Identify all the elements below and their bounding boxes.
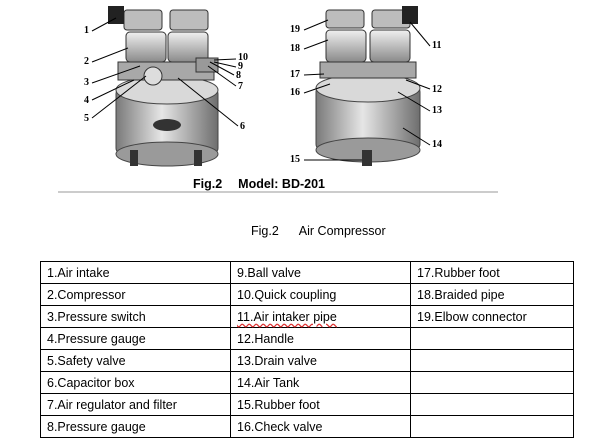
table-cell: 1.Air intake — [40, 261, 231, 284]
table-cell: 19.Elbow connector — [410, 305, 574, 328]
table-row: 3.Pressure switch 11.Air intaker pipe 19… — [40, 305, 574, 328]
callout-14: 14 — [432, 139, 442, 150]
callout-18: 18 — [290, 43, 300, 54]
callout-6: 6 — [240, 121, 245, 132]
table-cell — [410, 371, 574, 394]
compressor-illustration — [58, 6, 498, 193]
document-subcaption: Fig.2 Air Compressor — [251, 224, 386, 238]
table-cell: 3.Pressure switch — [40, 305, 231, 328]
callout-8: 8 — [236, 70, 241, 81]
table-cell: 12.Handle — [230, 327, 411, 350]
compressor-photo: 1 2 3 4 5 6 7 8 9 10 19 18 17 16 15 11 1… — [58, 0, 498, 196]
table-row: 4.Pressure gauge 12.Handle — [40, 327, 574, 350]
callout-7: 7 — [238, 81, 243, 92]
callout-5: 5 — [84, 113, 89, 124]
table-row: 1.Air intake 9.Ball valve 17.Rubber foot — [40, 261, 574, 284]
table-cell: 13.Drain valve — [230, 349, 411, 372]
table-cell: 15.Rubber foot — [230, 393, 411, 416]
callout-2: 2 — [84, 56, 89, 67]
callout-16: 16 — [290, 87, 300, 98]
table-row: 5.Safety valve 13.Drain valve — [40, 349, 574, 372]
table-cell: 14.Air Tank — [230, 371, 411, 394]
right-compressor — [315, 6, 421, 166]
table-row: 6.Capacitor box 14.Air Tank — [40, 371, 574, 394]
figure-caption-number: Fig.2 — [193, 177, 223, 191]
table-cell: 4.Pressure gauge — [40, 327, 231, 350]
table-cell: 5.Safety valve — [40, 349, 231, 372]
table-cell: 16.Check valve — [230, 415, 411, 438]
subcaption-number: Fig.2 — [251, 224, 279, 238]
table-cell: 11.Air intaker pipe — [230, 305, 411, 328]
subcaption-title: Air Compressor — [298, 224, 386, 238]
callout-3: 3 — [84, 77, 89, 88]
parts-table: 1.Air intake 9.Ball valve 17.Rubber foot… — [40, 261, 574, 438]
table-cell — [410, 393, 574, 416]
callout-1: 1 — [84, 25, 89, 36]
table-cell: 2.Compressor — [40, 283, 231, 306]
callout-9: 9 — [238, 61, 243, 72]
callout-4: 4 — [84, 95, 89, 106]
table-cell: 9.Ball valve — [230, 261, 411, 284]
callout-15: 15 — [290, 154, 300, 165]
callout-19: 19 — [290, 24, 300, 35]
table-cell: 18.Braided pipe — [410, 283, 574, 306]
table-cell: 17.Rubber foot — [410, 261, 574, 284]
callout-12: 12 — [432, 84, 442, 95]
table-cell: 6.Capacitor box — [40, 371, 231, 394]
table-cell: 8.Pressure gauge — [40, 415, 231, 438]
table-row: 2.Compressor 10.Quick coupling 18.Braide… — [40, 283, 574, 306]
callout-17: 17 — [290, 69, 300, 80]
table-cell — [410, 327, 574, 350]
figure-caption: Fig.2 Model: BD-201 — [193, 177, 325, 191]
table-cell — [410, 415, 574, 438]
left-compressor — [108, 6, 219, 167]
table-row: 7.Air regulator and filter 15.Rubber foo… — [40, 393, 574, 416]
table-row: 8.Pressure gauge 16.Check valve — [40, 415, 574, 438]
figure-caption-model: Model: BD-201 — [238, 177, 325, 191]
leader-lines — [91, 17, 431, 161]
callout-13: 13 — [432, 105, 442, 116]
callout-10: 10 — [238, 52, 248, 63]
table-cell: 7.Air regulator and filter — [40, 393, 231, 416]
table-cell: 10.Quick coupling — [230, 283, 411, 306]
callout-11: 11 — [432, 40, 442, 51]
table-cell — [410, 349, 574, 372]
